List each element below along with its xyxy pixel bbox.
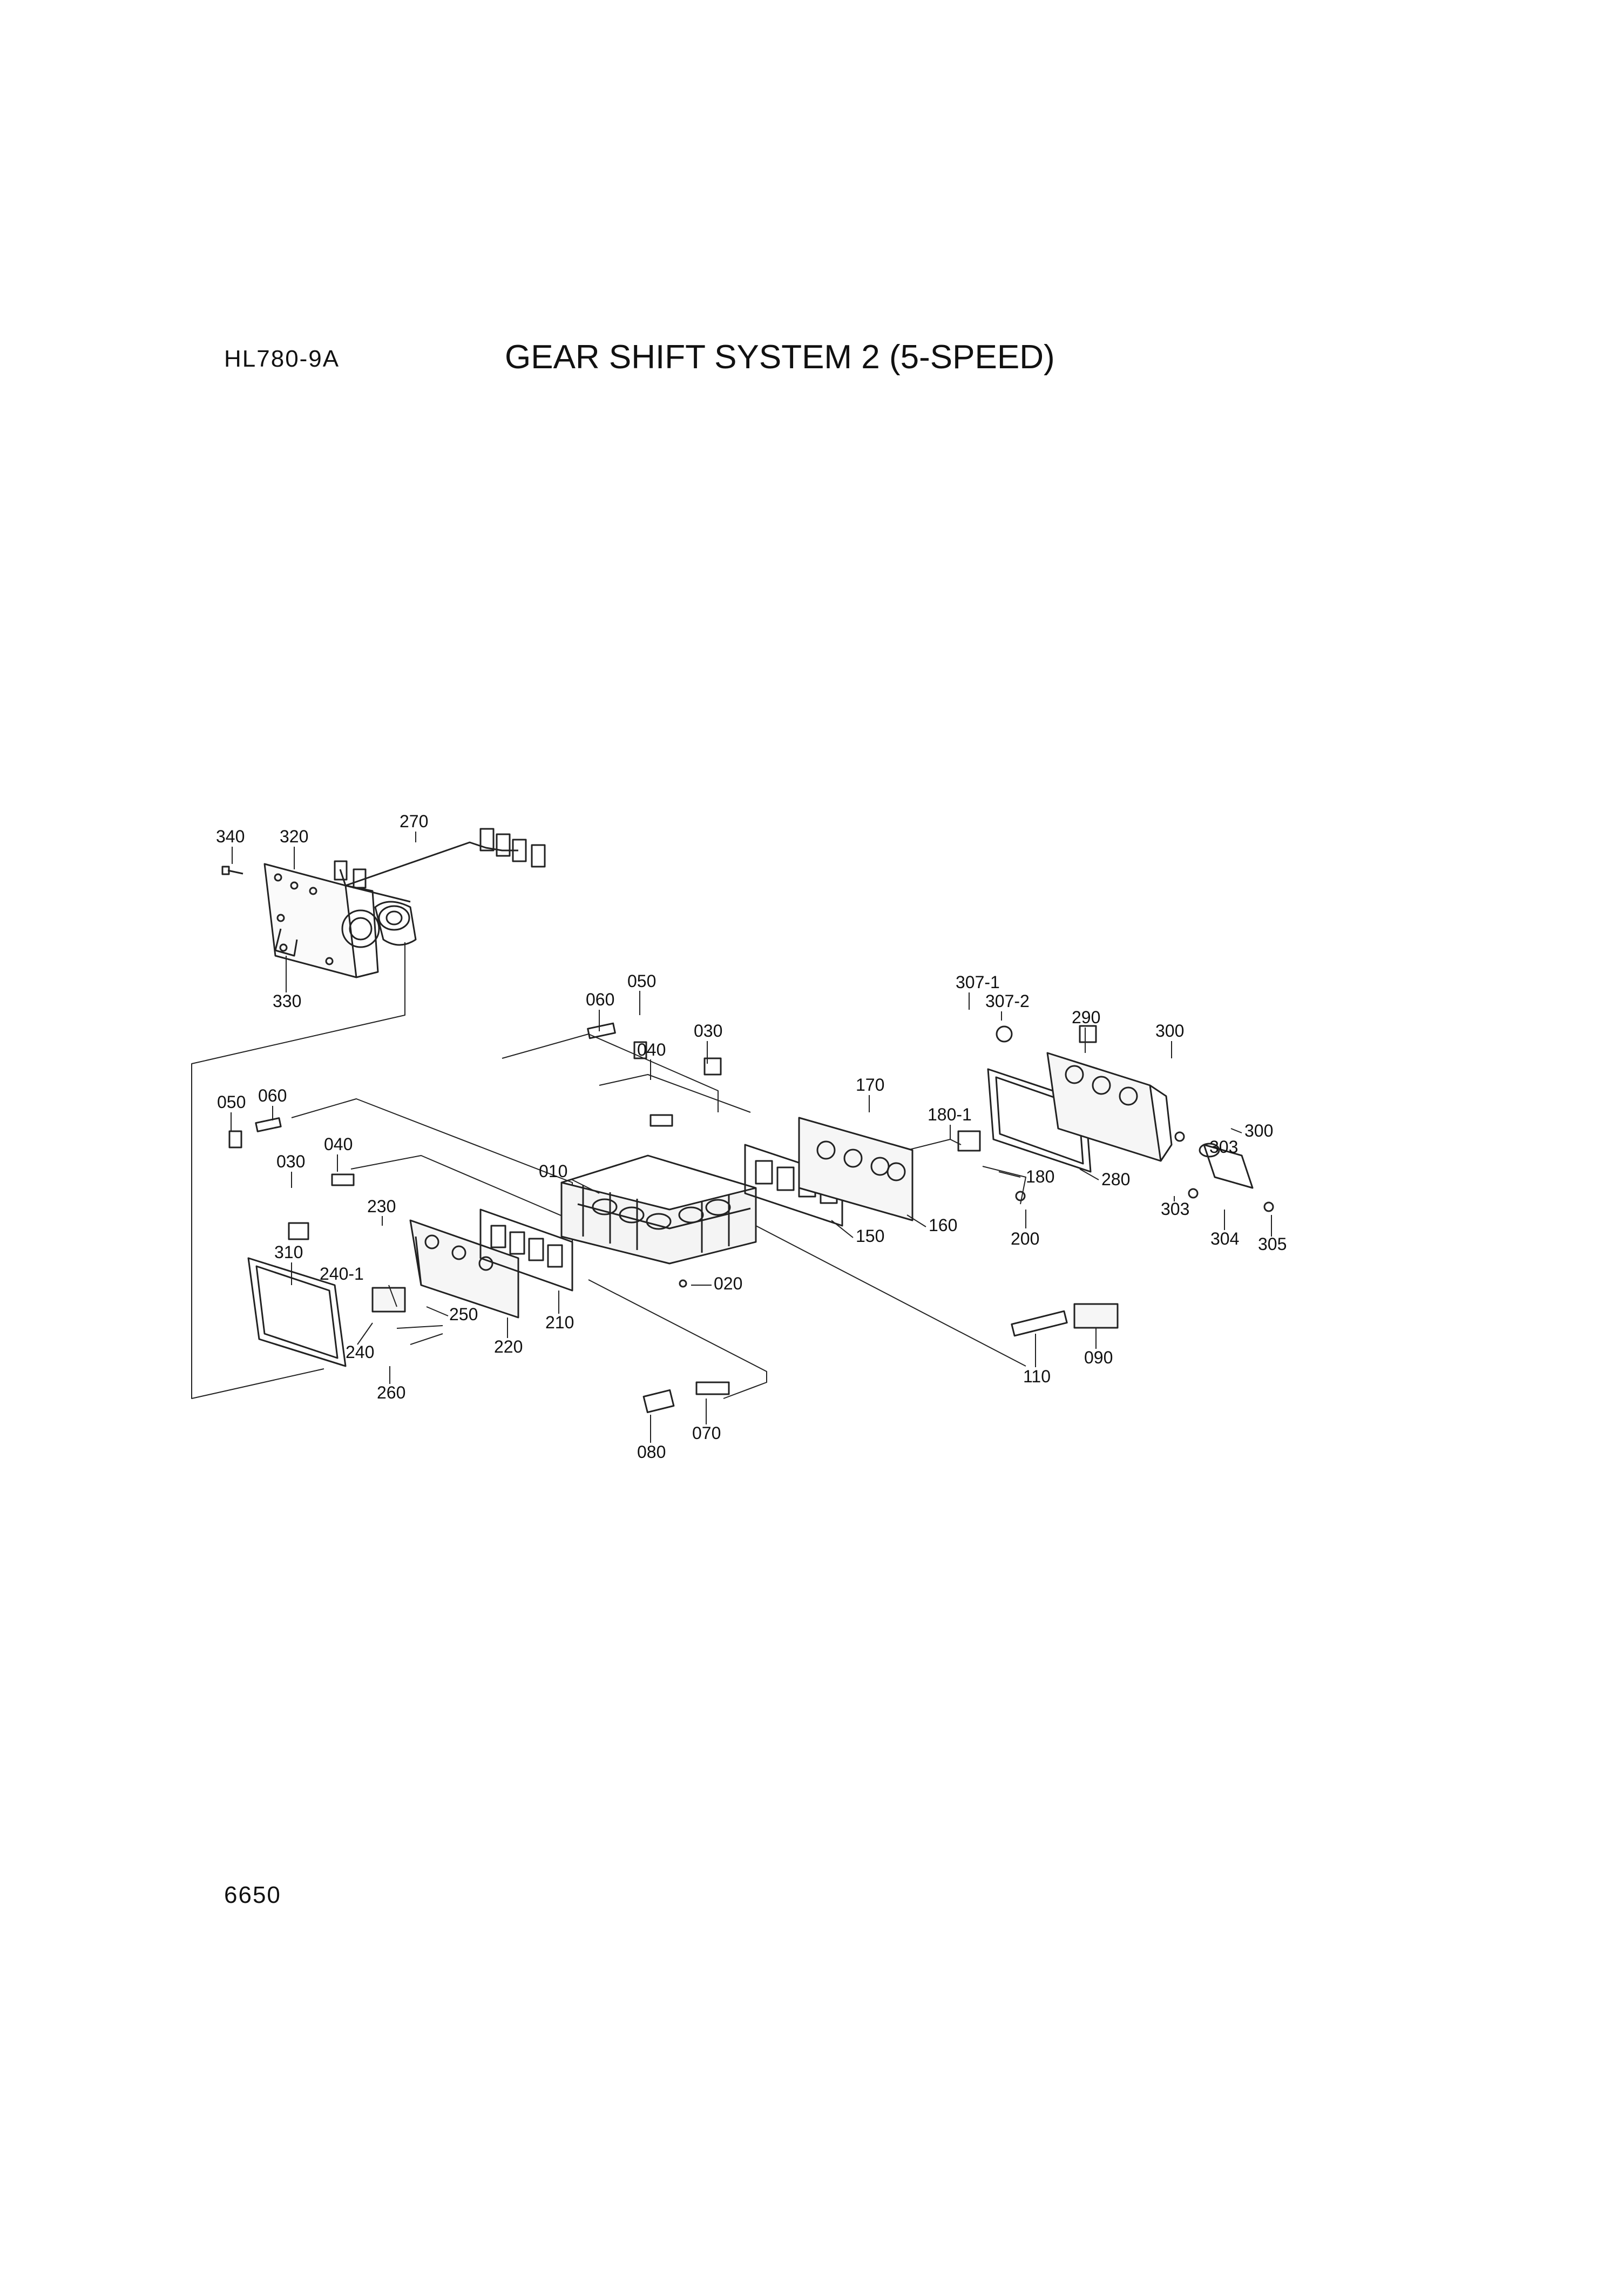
- model-code: HL780-9A: [224, 346, 340, 372]
- callout-310: 310: [274, 1242, 303, 1262]
- sensor-connector: [374, 901, 417, 946]
- callout-030: 030: [276, 1152, 305, 1171]
- intermediate-plate-220: [409, 1219, 519, 1319]
- callout-340: 340: [216, 827, 245, 846]
- callout-070: 070: [692, 1423, 721, 1443]
- page-number: 6650: [224, 1882, 281, 1908]
- callout-060: 060: [586, 990, 614, 1009]
- callout-305: 305: [1258, 1234, 1287, 1254]
- callout-260: 260: [377, 1383, 405, 1402]
- callout-050: 050: [627, 971, 656, 991]
- callout-270: 270: [400, 812, 428, 831]
- callout-300: 300: [1244, 1121, 1273, 1140]
- wiring-harness-270: [334, 828, 546, 903]
- valve-body-010: [560, 1154, 757, 1265]
- callout-210: 210: [545, 1313, 574, 1332]
- callout-307-1: 307-1: [956, 972, 1000, 992]
- callout-010: 010: [539, 1161, 567, 1181]
- gasket-210: [479, 1208, 573, 1292]
- cover-assembly-320: [263, 863, 380, 978]
- callout-040: 040: [637, 1040, 666, 1059]
- callout-020: 020: [714, 1274, 742, 1293]
- pressure-regulator-304: [1199, 1143, 1254, 1189]
- callout-180: 180: [1026, 1167, 1054, 1186]
- callout-080: 080: [637, 1442, 666, 1462]
- callout-230: 230: [367, 1197, 396, 1216]
- callout-303: 303: [1161, 1199, 1189, 1219]
- callout-307-2: 307-2: [985, 991, 1030, 1011]
- page-title: GEAR SHIFT SYSTEM 2 (5-SPEED): [505, 339, 1055, 376]
- callout-180-1: 180-1: [928, 1105, 972, 1124]
- bolt-340: [221, 866, 243, 875]
- callout-150: 150: [856, 1226, 884, 1246]
- callout-300: 300: [1155, 1021, 1184, 1041]
- callout-labels: 340 320 270 330 050 060 030 040 050 060 …: [216, 812, 1287, 1462]
- callout-030: 030: [694, 1021, 722, 1041]
- callout-303: 303: [1209, 1137, 1238, 1157]
- housing-290: [1046, 1052, 1173, 1162]
- callout-060: 060: [258, 1086, 287, 1105]
- callout-220: 220: [494, 1337, 523, 1356]
- callout-290: 290: [1072, 1008, 1100, 1027]
- small-parts: [228, 1022, 1274, 1414]
- gasket-310: [247, 1257, 347, 1367]
- callout-250: 250: [449, 1305, 478, 1324]
- retaining-clip-330: [274, 928, 298, 957]
- callout-200: 200: [1011, 1229, 1039, 1248]
- callout-170: 170: [856, 1075, 884, 1095]
- callout-160: 160: [929, 1215, 957, 1235]
- callout-090: 090: [1084, 1348, 1113, 1367]
- callout-330: 330: [273, 991, 301, 1011]
- callout-280: 280: [1101, 1170, 1130, 1189]
- callout-304: 304: [1210, 1229, 1239, 1248]
- intermediate-plate-160: [798, 1117, 914, 1221]
- callout-320: 320: [280, 827, 308, 846]
- callout-040: 040: [324, 1134, 353, 1154]
- callout-050: 050: [217, 1092, 246, 1112]
- callout-leaders: [231, 832, 1272, 1443]
- callout-240-1: 240-1: [320, 1264, 364, 1284]
- callout-110: 110: [1023, 1367, 1051, 1386]
- callout-240: 240: [346, 1342, 374, 1362]
